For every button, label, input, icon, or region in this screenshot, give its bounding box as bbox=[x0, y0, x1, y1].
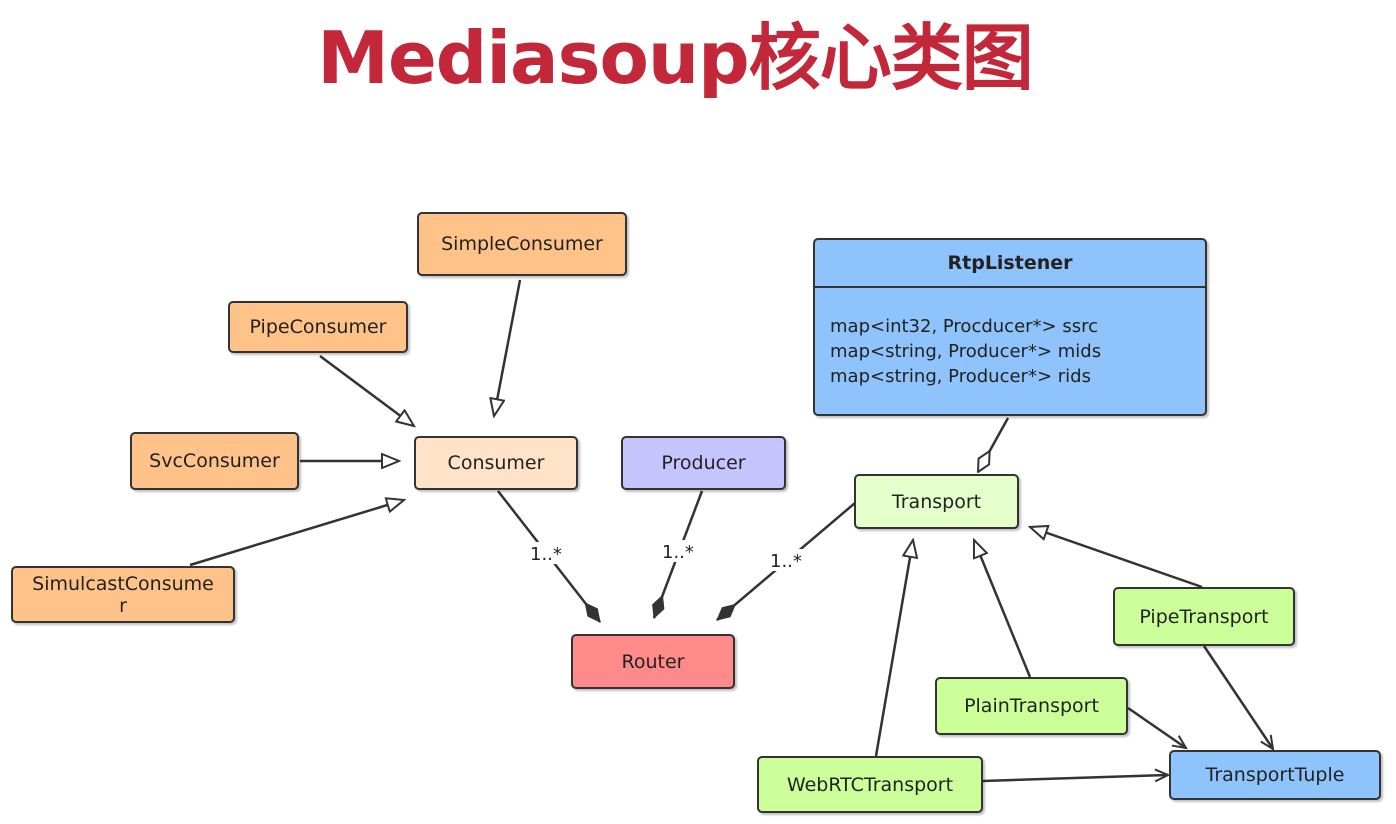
node-router-label: Router bbox=[621, 650, 685, 673]
edge-pipetransport-transport bbox=[1030, 527, 1203, 589]
multiplicity-bg bbox=[528, 542, 566, 564]
multiplicity-consumer-router: 1..* bbox=[530, 544, 562, 565]
node-simple-consumer-label: SimpleConsumer bbox=[441, 233, 603, 255]
node-rtp-listener: RtpListener map<int32, Procducer*> ssrc … bbox=[813, 238, 1207, 416]
node-consumer-label: Consumer bbox=[447, 452, 545, 474]
multiplicity-bg bbox=[660, 540, 698, 562]
edge-rtplistener-transport bbox=[976, 417, 1010, 472]
node-pipe-consumer: PipeConsumer bbox=[228, 301, 408, 353]
node-plain-transport-label: PlainTransport bbox=[964, 695, 1099, 717]
node-simulcast-consumer: SimulcastConsume r bbox=[11, 566, 235, 623]
edge-webrtctransport-transport bbox=[874, 540, 913, 757]
node-transport-tuple: TransportTuple bbox=[1169, 750, 1381, 800]
node-router: Router bbox=[571, 634, 735, 689]
diagram-title: Mediasoup核心类图 bbox=[317, 16, 1033, 100]
edge-pipetransport-transporttuple bbox=[1202, 645, 1273, 749]
node-pipe-transport-label: PipeTransport bbox=[1139, 605, 1269, 628]
edge-plaintransport-transporttuple bbox=[1127, 706, 1186, 748]
rtp-listener-field: map<string, Producer*> mids bbox=[830, 341, 1102, 362]
node-plain-transport: PlainTransport bbox=[935, 677, 1128, 735]
edge-simulcastconsumer-consumer bbox=[189, 500, 404, 567]
edge-webrtctransport-transporttuple bbox=[982, 775, 1168, 781]
edge-simpleconsumer-consumer bbox=[494, 279, 522, 416]
multiplicity-bg bbox=[768, 549, 806, 571]
node-transport-tuple-label: TransportTuple bbox=[1205, 764, 1345, 786]
node-pipe-transport: PipeTransport bbox=[1113, 587, 1295, 646]
rtp-listener-header: RtpListener bbox=[815, 240, 1205, 288]
node-consumer: Consumer bbox=[414, 436, 578, 490]
node-simple-consumer: SimpleConsumer bbox=[417, 212, 627, 276]
node-pipe-consumer-label: PipeConsumer bbox=[249, 316, 387, 338]
rtp-listener-field: map<string, Producer*> rids bbox=[830, 366, 1091, 387]
edge-plaintransport-transport bbox=[972, 540, 1032, 678]
rtp-listener-fields: map<int32, Procducer*> ssrc map<string, … bbox=[815, 288, 1205, 389]
node-webrtc-transport: WebRTCTransport bbox=[757, 756, 983, 813]
node-webrtc-transport-label: WebRTCTransport bbox=[786, 773, 954, 796]
node-transport: Transport bbox=[854, 474, 1019, 529]
node-svc-consumer-label: SvcConsumer bbox=[149, 450, 280, 472]
node-producer-label: Producer bbox=[661, 452, 746, 474]
node-simulcast-consumer-label: SimulcastConsume r bbox=[32, 572, 214, 617]
node-svc-consumer: SvcConsumer bbox=[130, 432, 299, 490]
node-producer: Producer bbox=[621, 436, 786, 490]
multiplicity-transport-router: 1..* bbox=[770, 551, 802, 572]
node-transport-label: Transport bbox=[891, 490, 982, 513]
multiplicity-producer-router: 1..* bbox=[662, 542, 694, 563]
edge-pipeconsumer-consumer bbox=[319, 354, 414, 426]
rtp-listener-field: map<int32, Procducer*> ssrc bbox=[830, 316, 1099, 337]
